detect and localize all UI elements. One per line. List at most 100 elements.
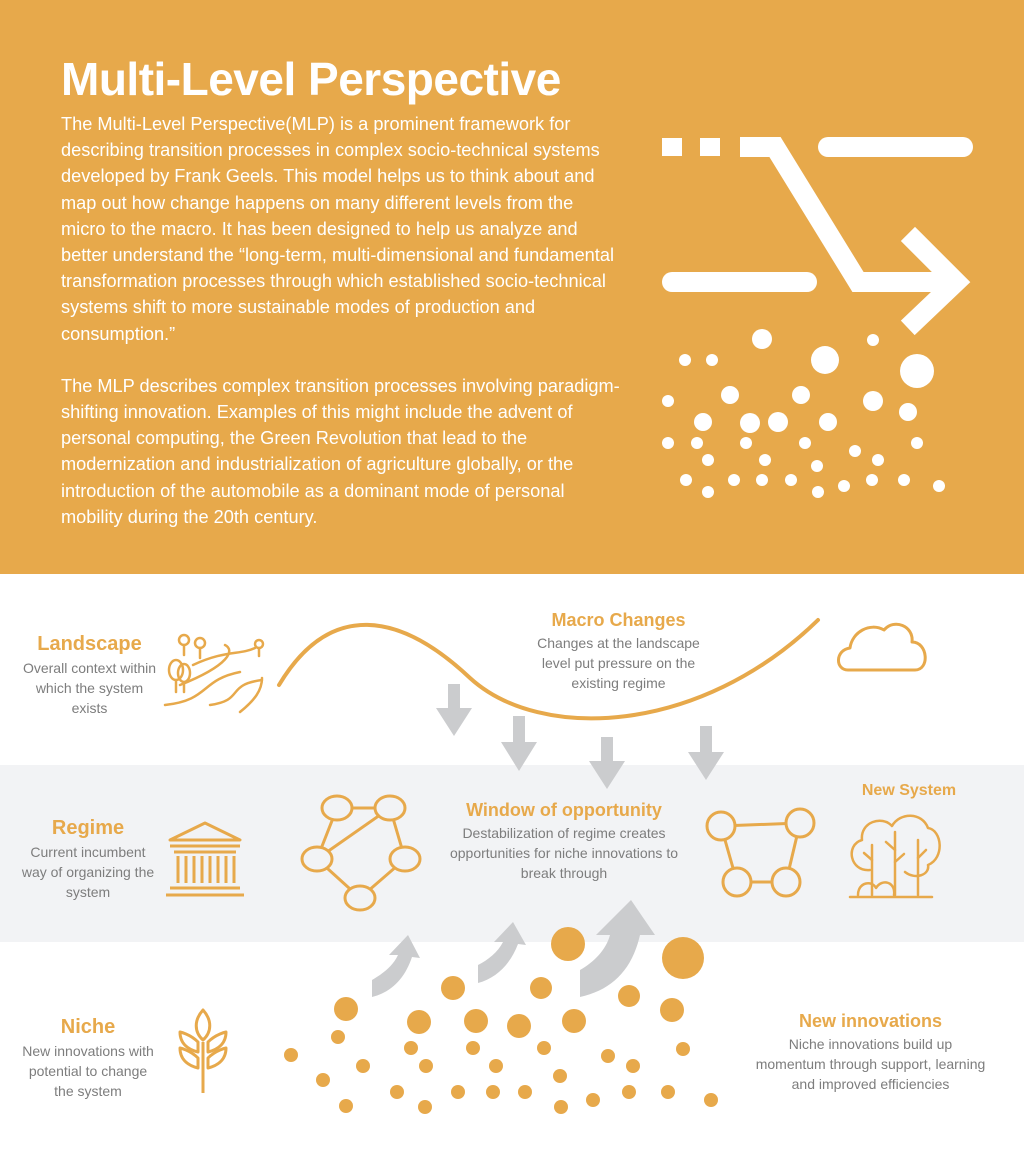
dot — [899, 403, 917, 421]
dot — [661, 1085, 675, 1099]
dot — [911, 437, 923, 449]
dot — [863, 391, 883, 411]
forest-icon — [848, 814, 941, 899]
dot — [530, 977, 552, 999]
dot — [601, 1049, 615, 1063]
dot — [404, 1041, 418, 1055]
arrow-icon — [372, 935, 420, 997]
dot — [679, 354, 691, 366]
dot — [740, 413, 760, 433]
window-of-opportunity-label: Window of opportunity Destabilization of… — [444, 800, 684, 883]
dot — [728, 474, 740, 486]
dot — [441, 976, 465, 1000]
dot — [704, 1093, 718, 1107]
arrow-icon — [580, 900, 655, 997]
mlp-diagram — [163, 618, 941, 1114]
building-icon — [166, 821, 244, 897]
dot — [339, 1099, 353, 1113]
dot — [419, 1059, 433, 1073]
new-innovations-title: New innovations — [798, 1011, 942, 1031]
macro-changes-label: Macro Changes Changes at the landscape l… — [526, 610, 711, 693]
landscape-title: Landscape — [37, 633, 142, 655]
dot — [331, 1030, 345, 1044]
niche-dots — [284, 927, 718, 1114]
dot — [866, 474, 878, 486]
network-icon — [300, 794, 422, 912]
dot — [680, 474, 692, 486]
dot — [662, 437, 674, 449]
dot — [694, 413, 712, 431]
dot — [872, 454, 884, 466]
dot — [792, 386, 810, 404]
dot — [702, 454, 714, 466]
dot — [759, 454, 771, 466]
dot — [819, 413, 837, 431]
dot — [867, 334, 879, 346]
new-innovations-label: New innovations Niche innovations build … — [752, 1011, 989, 1094]
cloud-icon — [837, 622, 927, 672]
dot — [898, 474, 910, 486]
regime-label: Regime Current incumbent way of organizi… — [18, 817, 158, 902]
landscape-icon — [163, 633, 265, 714]
dot — [284, 1048, 298, 1062]
new-system-title: New System — [861, 782, 957, 799]
transition-arrow-illustration — [662, 137, 973, 498]
dot — [486, 1085, 500, 1099]
dot — [464, 1009, 488, 1033]
niche-title: Niche — [60, 1016, 116, 1038]
dot — [838, 480, 850, 492]
macro-changes-desc: Changes at the landscape level put press… — [537, 635, 700, 691]
dot — [812, 486, 824, 498]
arrow-icon — [589, 737, 625, 789]
page-title: Multi-Level Perspective — [61, 53, 561, 105]
wheat-icon — [178, 1008, 228, 1093]
arrow-icon — [662, 137, 973, 336]
dot — [752, 329, 772, 349]
landscape-label: Landscape Overall context within which t… — [22, 633, 157, 718]
niche-label: Niche New innovations with potential to … — [18, 1016, 158, 1101]
dot — [660, 998, 684, 1022]
dot — [706, 354, 718, 366]
dot — [691, 437, 703, 449]
new-system-label: New System — [848, 782, 970, 800]
dot — [756, 474, 768, 486]
dot — [562, 1009, 586, 1033]
intro-paragraph-2: The MLP describes complex transition pro… — [61, 375, 620, 527]
dot — [316, 1073, 330, 1087]
dot — [489, 1059, 503, 1073]
dot — [407, 1010, 431, 1034]
dot — [626, 1059, 640, 1073]
macro-wave — [277, 618, 820, 721]
dot — [799, 437, 811, 449]
arrow-icon — [501, 716, 537, 771]
dot — [451, 1085, 465, 1099]
dot — [811, 460, 823, 472]
arrow-icon — [436, 684, 472, 736]
arrow-icon — [478, 922, 526, 983]
dot — [553, 1069, 567, 1083]
dot — [662, 395, 674, 407]
dot — [702, 486, 714, 498]
dot — [618, 985, 640, 1007]
dot — [662, 937, 704, 979]
window-of-opportunity-title: Window of opportunity — [466, 800, 662, 820]
dot — [721, 386, 739, 404]
landscape-desc: Overall context within which the system … — [22, 660, 157, 716]
dot — [933, 480, 945, 492]
dot — [466, 1041, 480, 1055]
dot — [334, 997, 358, 1021]
new-innovations-desc: Niche innovations build up momentum thro… — [755, 1036, 986, 1092]
new-system-network-icon — [705, 807, 816, 898]
window-of-opportunity-desc: Destabilization of regime creates opport… — [449, 825, 679, 881]
arrow-icon — [688, 726, 724, 780]
dot — [785, 474, 797, 486]
dot — [518, 1085, 532, 1099]
breakthrough-arrows — [372, 900, 655, 997]
dot — [554, 1100, 568, 1114]
dot — [768, 412, 788, 432]
dot — [551, 927, 585, 961]
dot — [900, 354, 934, 388]
dot — [356, 1059, 370, 1073]
intro-text: The Multi-Level Perspective(MLP) is a pr… — [61, 111, 621, 556]
dot — [390, 1085, 404, 1099]
